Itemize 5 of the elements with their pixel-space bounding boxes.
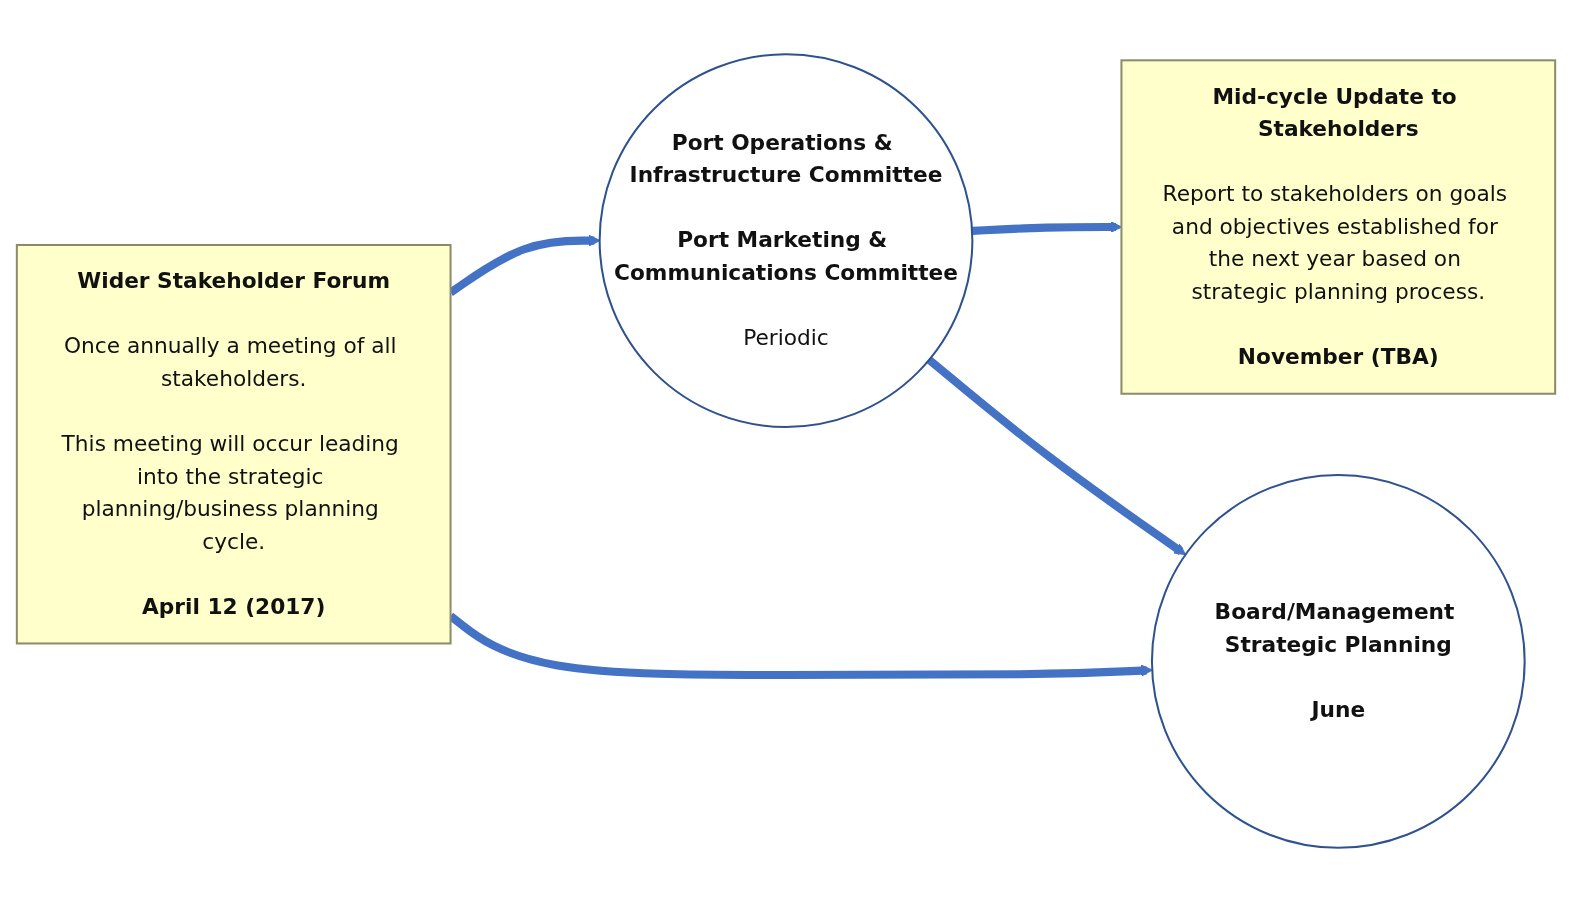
node-circle: Port Operations & Infrastructure Committee Port Marketing & Communications Committee Periodic	[598, 53, 973, 428]
node-circle: Board/Management Strategic Planning June	[1150, 474, 1526, 849]
node-box: Mid-cycle Update to Stakeholders Report to stakeholders on goals and objectives established for the next year based on strategic planning process. November (TBA)	[1119, 59, 1556, 395]
node-box: Wider Stakeholder Forum Once annually a meeting of all stakeholders. This meeting will occur leading into the strategic planning/business planning cycle. April 12 (2017)	[15, 243, 452, 645]
arrow	[926, 356, 1186, 556]
